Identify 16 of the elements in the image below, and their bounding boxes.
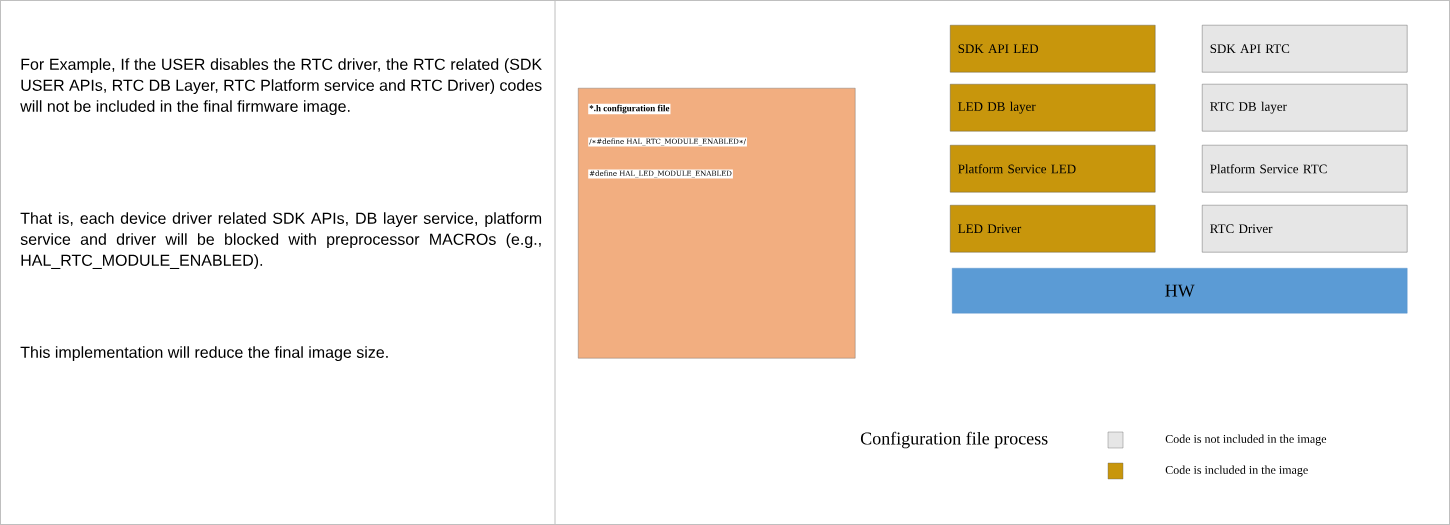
paragraph: For Example, If the USER disables the RTC driver, the RTC related (SDK USER APIs, RTC DB Layer, RTC Platform service and RTC Driver) codes will not be included in the final firmware image. (20, 58, 542, 116)
legend-label: Code is included in the image (1165, 465, 1308, 477)
hardware-bar: HW (952, 268, 1408, 314)
excluded-layer-box: RTC DB layer (1202, 84, 1408, 132)
legend-label: Code is not included in the image (1165, 434, 1327, 446)
excluded-layer-box: SDK API RTC (1202, 25, 1408, 73)
config-file-box (578, 88, 856, 359)
included-layer-box: LED Driver (950, 205, 1156, 253)
excluded-layer-box: Platform Service RTC (1202, 145, 1408, 193)
paragraph: That is, each device driver related SDK APIs, DB layer service, platform service and driver will be blocked with preprocessor MACROs (e.g., HAL_RTC_MODULE_ENABLED). (20, 212, 542, 270)
caption: Configuration file process (860, 431, 1048, 449)
included-layer-box: Platform Service LED (950, 145, 1156, 193)
paragraph: This implementation will reduce the final image size. (20, 346, 388, 362)
excluded-layer-box: RTC Driver (1202, 205, 1408, 253)
included-layer-box: SDK API LED (950, 25, 1156, 73)
included-layer-box: LED DB layer (950, 84, 1156, 132)
